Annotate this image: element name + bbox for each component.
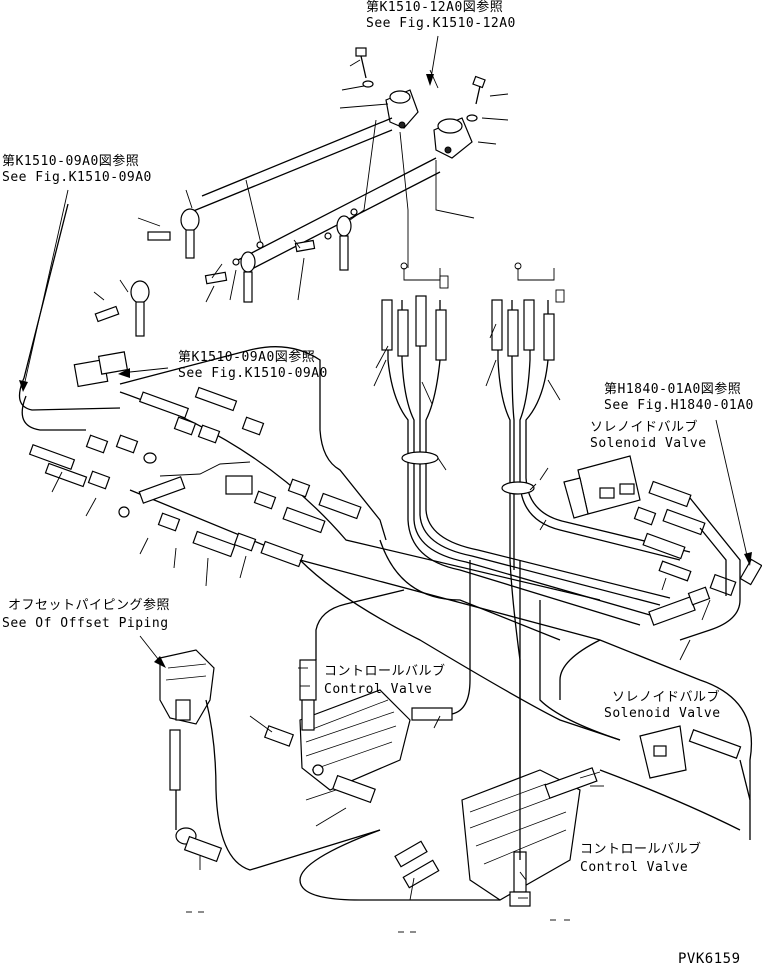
bundle-top-fittings — [400, 262, 565, 303]
ref-mid-jp: 第K1510-09A0図参照 — [178, 350, 316, 365]
ref-left-jp: 第K1510-09A0図参照 — [2, 154, 140, 169]
ppc-valve-left — [385, 89, 419, 129]
top-bolts — [355, 47, 486, 122]
control-valve-upper — [263, 560, 471, 804]
solenoid-valve-lower — [639, 725, 751, 840]
drawing-id: PVK6159 — [678, 951, 741, 967]
ref-right-en: See Fig.H1840-01A0 — [604, 398, 754, 413]
solenoid-valve-1-jp: ソレノイドバルブ — [590, 420, 699, 435]
rod-ends — [94, 208, 358, 337]
ref-top-jp: 第K1510-12A0図参照 — [366, 0, 504, 15]
callout-leaders — [51, 189, 711, 901]
control-valve-1-en: Control Valve — [324, 682, 433, 697]
leader-lines-top — [339, 59, 509, 145]
control-valve-lower — [299, 767, 741, 907]
left-fittings — [28, 386, 362, 568]
solenoid-valve-2-jp: ソレノイドバルブ — [612, 690, 721, 705]
offset-piping-block — [159, 649, 381, 871]
dash-marks — [186, 911, 570, 933]
control-valve-2-jp: コントロールバルブ — [580, 842, 702, 857]
control-valve-2-en: Control Valve — [580, 860, 689, 875]
ref-mid-en: See Fig.K1510-09A0 — [178, 366, 328, 381]
solenoid-valve-block-top — [563, 455, 762, 641]
control-valve-1-jp: コントロールバルブ — [324, 664, 446, 679]
solenoid-valve-2-en: Solenoid Valve — [604, 706, 721, 721]
ref-right-jp: 第H1840-01A0図参照 — [604, 382, 742, 397]
pilot-hose-bundle-right — [491, 299, 691, 860]
ppc-valve-right — [433, 117, 473, 159]
offset-piping-jp: オフセットパイピング参照 — [8, 598, 171, 613]
ref-left-en: See Fig.K1510-09A0 — [2, 170, 152, 185]
offset-piping-en: See Of Offset Piping — [2, 616, 169, 631]
reference-arrows — [19, 35, 752, 668]
ref-top-en: See Fig.K1510-12A0 — [366, 16, 516, 31]
solenoid-valve-1-en: Solenoid Valve — [590, 436, 707, 451]
misc-pipes — [299, 539, 621, 860]
linkage-rods — [185, 117, 475, 273]
